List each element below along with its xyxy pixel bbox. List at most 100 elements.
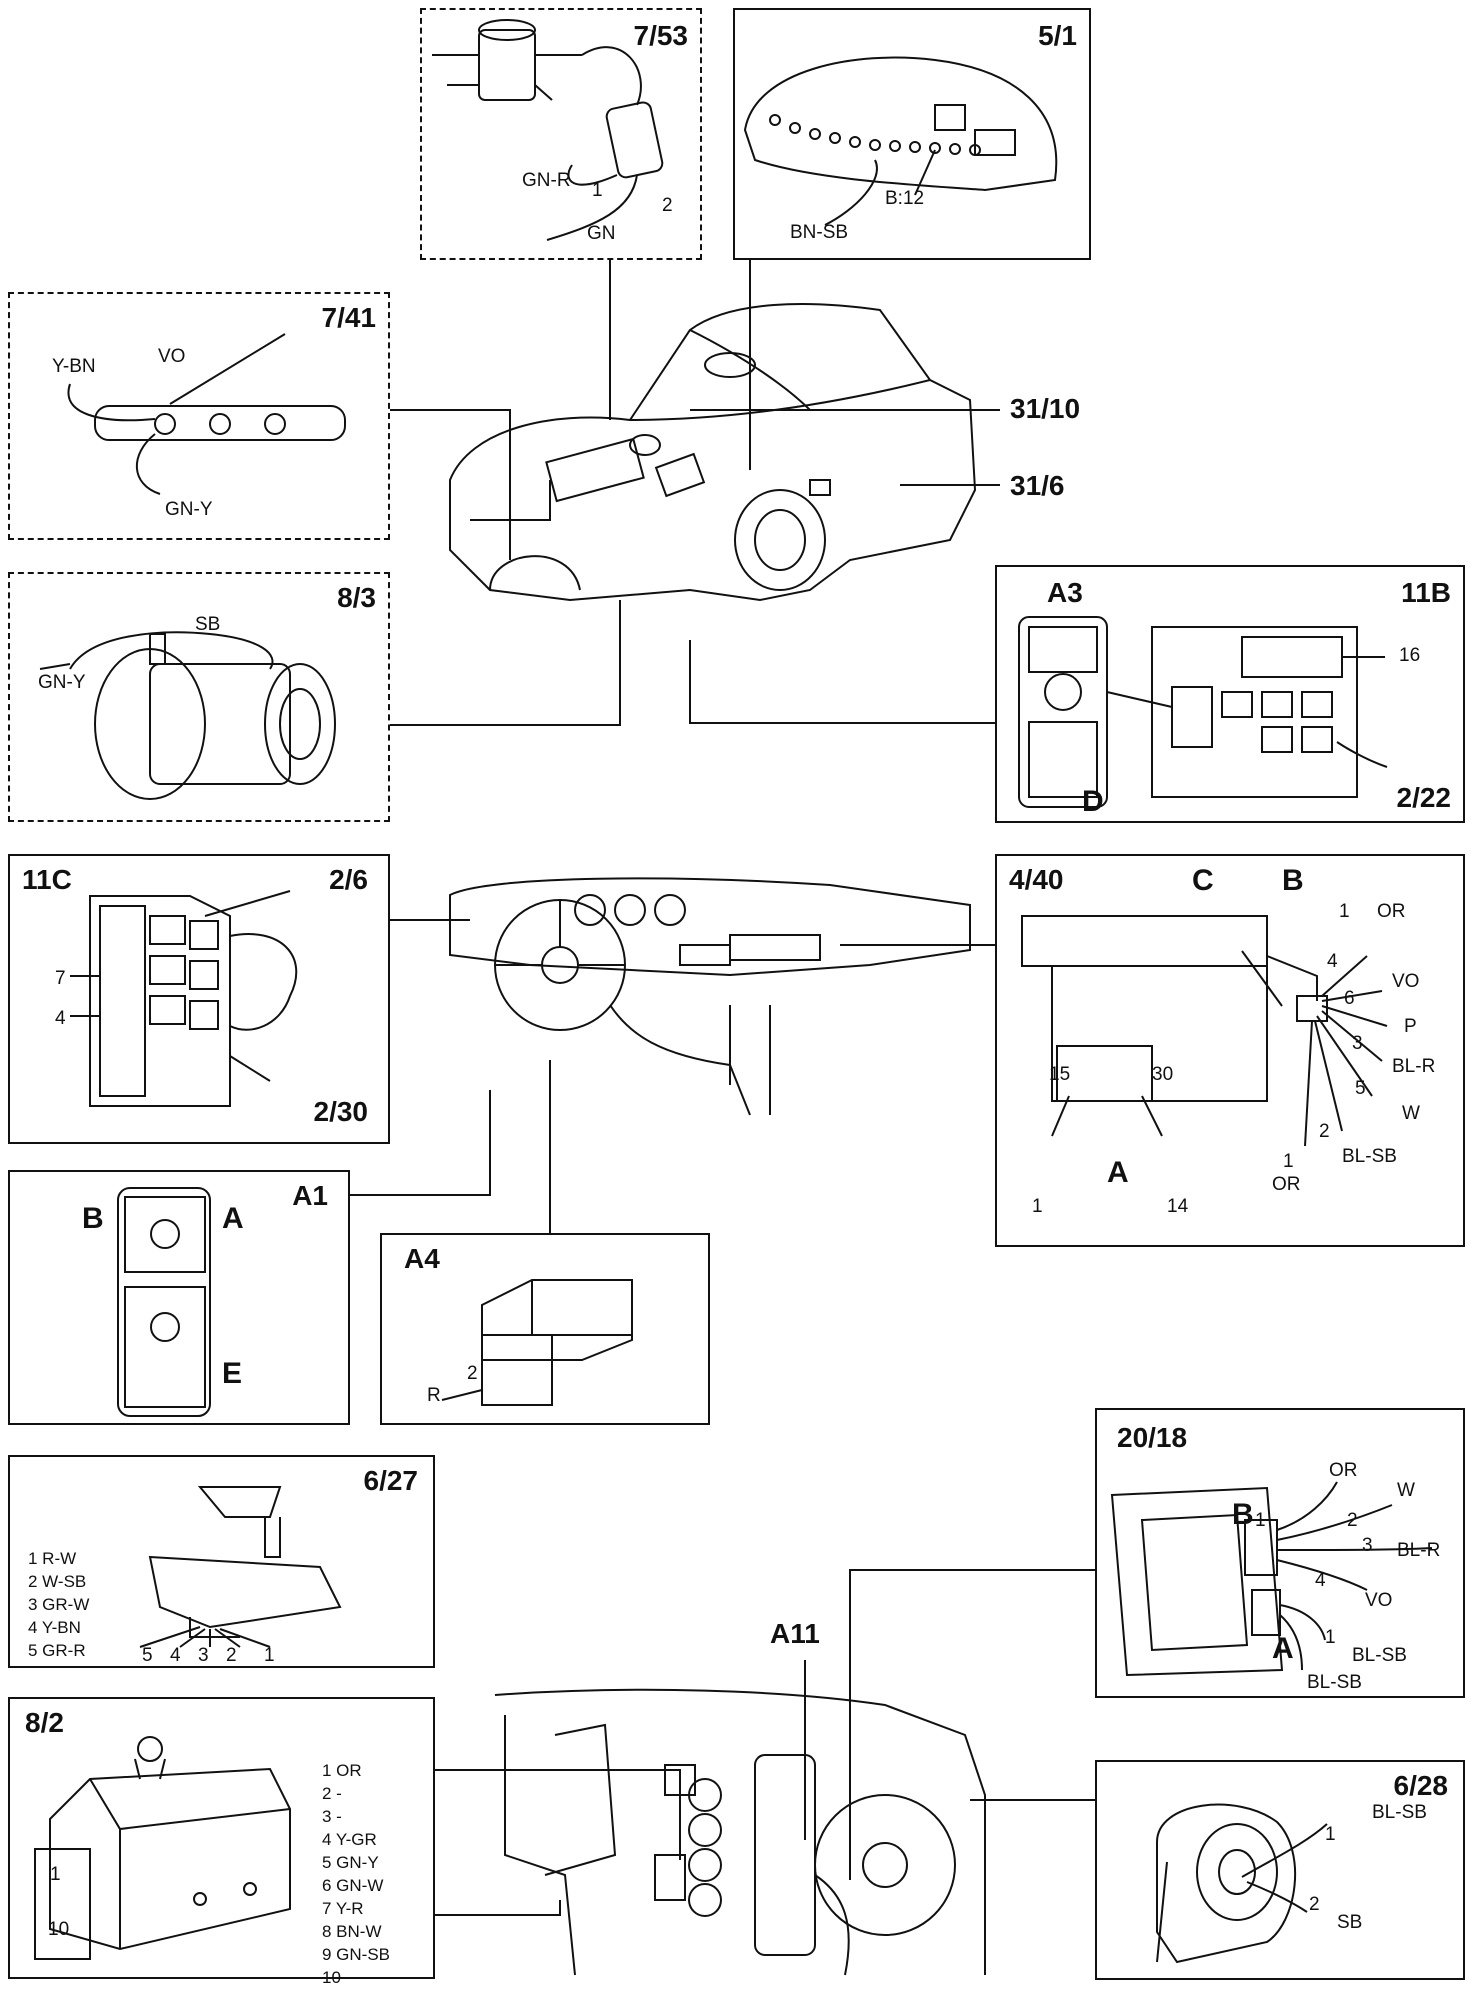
connector-a-label: A — [1272, 1632, 1294, 1665]
fuse-number: 16 — [1399, 645, 1421, 666]
panel-title: A4 — [404, 1243, 440, 1274]
car-illustration — [449, 303, 977, 602]
wire-label: VO — [158, 346, 186, 367]
pin-entry: 10 - — [322, 1968, 352, 1987]
wire-label: OR — [1377, 901, 1406, 922]
relay-number: 7 — [55, 968, 66, 989]
pin-list: 1 OR 2 - 3 - 4 Y-GR 5 GN-Y 6 GN-W 7 Y-R … — [322, 1759, 390, 1989]
connector-20-18-illustration — [1110, 1481, 1433, 1677]
pin-number: 1 — [1325, 1824, 1336, 1845]
connector-b-label: B — [1232, 1498, 1254, 1531]
ref-31-10: 31/10 — [1010, 393, 1081, 424]
pin-entry: 8 BN-W — [322, 1922, 382, 1941]
wire-label: SB — [1337, 1912, 1363, 1933]
panel-11c: 11C 2/6 7 4 2/30 — [8, 854, 390, 1144]
pin-entry: 7 Y-R — [322, 1899, 364, 1918]
wire-label: BL-R — [1397, 1540, 1441, 1561]
wire-label: BL-SB — [1372, 1802, 1427, 1823]
wire-label: W — [1397, 1480, 1415, 1501]
pin-entry: 5 GR-R — [28, 1641, 86, 1660]
sub-label-a3: A3 — [1047, 577, 1083, 608]
pin-entry: 4 Y-GR — [322, 1830, 377, 1849]
wire-label: P — [1404, 1016, 1417, 1037]
pin-entry: 3 GR-W — [28, 1595, 90, 1614]
pin-entry: 1 OR — [322, 1761, 362, 1780]
pin-row-e: E — [222, 1357, 243, 1390]
wire-label: BL-SB — [1342, 1146, 1397, 1167]
wire-label: VO — [1392, 971, 1420, 992]
pin-number: 1 — [1325, 1627, 1336, 1648]
pin-number: 2 — [1309, 1894, 1320, 1915]
pin-number: 10 — [48, 1919, 70, 1940]
pin-number: 14 — [1167, 1196, 1189, 1217]
pin-list: 1 R-W 2 W-SB 3 GR-W 4 Y-BN 5 GR-R — [28, 1547, 89, 1662]
relay-box-illustration — [70, 890, 298, 1107]
panel-8-2: 8/2 1 10 1 OR 2 - 3 - 4 Y-GR 5 GN-Y 6 GN… — [8, 1697, 435, 1987]
pin-number: 3 — [198, 1645, 209, 1666]
dashboard-illustration — [449, 877, 971, 1116]
pin-number: 1 — [264, 1645, 275, 1666]
panel-title: 4/40 — [1009, 864, 1064, 895]
pin-row-a: A — [222, 1202, 244, 1235]
pin-number: 1 — [1283, 1151, 1294, 1172]
wire-label: BL-SB — [1352, 1645, 1407, 1666]
pin-row-b: B — [82, 1202, 104, 1235]
pin-entry: 5 GN-Y — [322, 1853, 379, 1872]
panel-title: 11B — [1401, 577, 1451, 608]
ref-31-6: 31/6 — [1010, 470, 1065, 501]
pin-label: 2 — [662, 195, 673, 216]
connector-a-label: A — [1107, 1156, 1129, 1189]
wire-label: VO — [1365, 1590, 1393, 1611]
wire-label: GN-Y — [38, 672, 86, 693]
pin-number: 2 — [1347, 1510, 1358, 1531]
pin-number: 5 — [1355, 1078, 1366, 1099]
wire-label: W — [1402, 1103, 1420, 1124]
wire-label: OR — [1329, 1460, 1358, 1481]
wire-label: GN — [587, 223, 616, 244]
pin-number: 1 — [1255, 1510, 1266, 1531]
sensor-illustration — [139, 1486, 342, 1648]
panel-5-1: 5/1 B:12 BN-SB — [733, 8, 1091, 260]
pin-number: 2 — [1319, 1121, 1330, 1142]
pin-entry: 2 - — [322, 1784, 342, 1803]
panel-title: 5/1 — [1038, 20, 1077, 51]
wire-label: Y-BN — [52, 356, 96, 377]
ref-2-22: 2/22 — [1396, 782, 1452, 813]
pin-number: 4 — [1315, 1570, 1326, 1591]
ref-2-30: 2/30 — [313, 1096, 369, 1127]
panel-title: A1 — [292, 1180, 328, 1211]
pin-entry: 9 GN-SB — [322, 1945, 391, 1964]
panel-11b: A3 11B D 16 2/22 — [995, 565, 1465, 823]
pin-number: 15 — [1049, 1064, 1071, 1085]
pin-number: 1 — [50, 1864, 61, 1885]
panel-title: 6/28 — [1393, 1770, 1449, 1801]
panel-20-18: 20/18 B 1 OR W 2 3 BL-R 4 VO A 1 BL-SB — [1095, 1408, 1465, 1698]
injector-rail-illustration — [67, 333, 346, 495]
ref-a11: A11 — [770, 1618, 820, 1649]
wire-label: R — [427, 1385, 441, 1406]
panel-6-27: 6/27 1 R-W 2 W-SB 3 GR-W 4 Y-BN 5 GR-R 5… — [8, 1455, 435, 1668]
connector-label: B:12 — [885, 188, 925, 209]
panel-title: 6/27 — [363, 1465, 419, 1496]
panel-7-41: 7/41 Y-BN VO GN-Y — [8, 292, 390, 540]
pin-label: 1 — [592, 180, 603, 201]
pin-number: 3 — [1362, 1535, 1373, 1556]
panel-a4: A4 R 2 — [380, 1233, 710, 1425]
pin-entry: 4 Y-BN — [28, 1618, 81, 1637]
wire-label: BL-SB — [1307, 1672, 1362, 1693]
connector-a1-illustration — [117, 1187, 211, 1417]
sub-label-d: D — [1082, 785, 1104, 818]
connector-c-label: C — [1192, 864, 1214, 897]
panel-title: 7/41 — [321, 302, 377, 333]
connector-b-label: B — [1282, 864, 1304, 897]
wire-label: BN-SB — [790, 222, 849, 243]
wire-label: BL-R — [1392, 1056, 1436, 1077]
wire-label: OR — [1272, 1174, 1301, 1195]
blower-motor-illustration — [1156, 1803, 1328, 1964]
climate-unit-illustration — [1021, 915, 1388, 1147]
pin-entry: 6 GN-W — [322, 1876, 384, 1895]
fuse-box-illustration — [1018, 616, 1388, 808]
connector-a4-illustration — [441, 1279, 633, 1406]
pin-number: 1 — [1032, 1196, 1043, 1217]
